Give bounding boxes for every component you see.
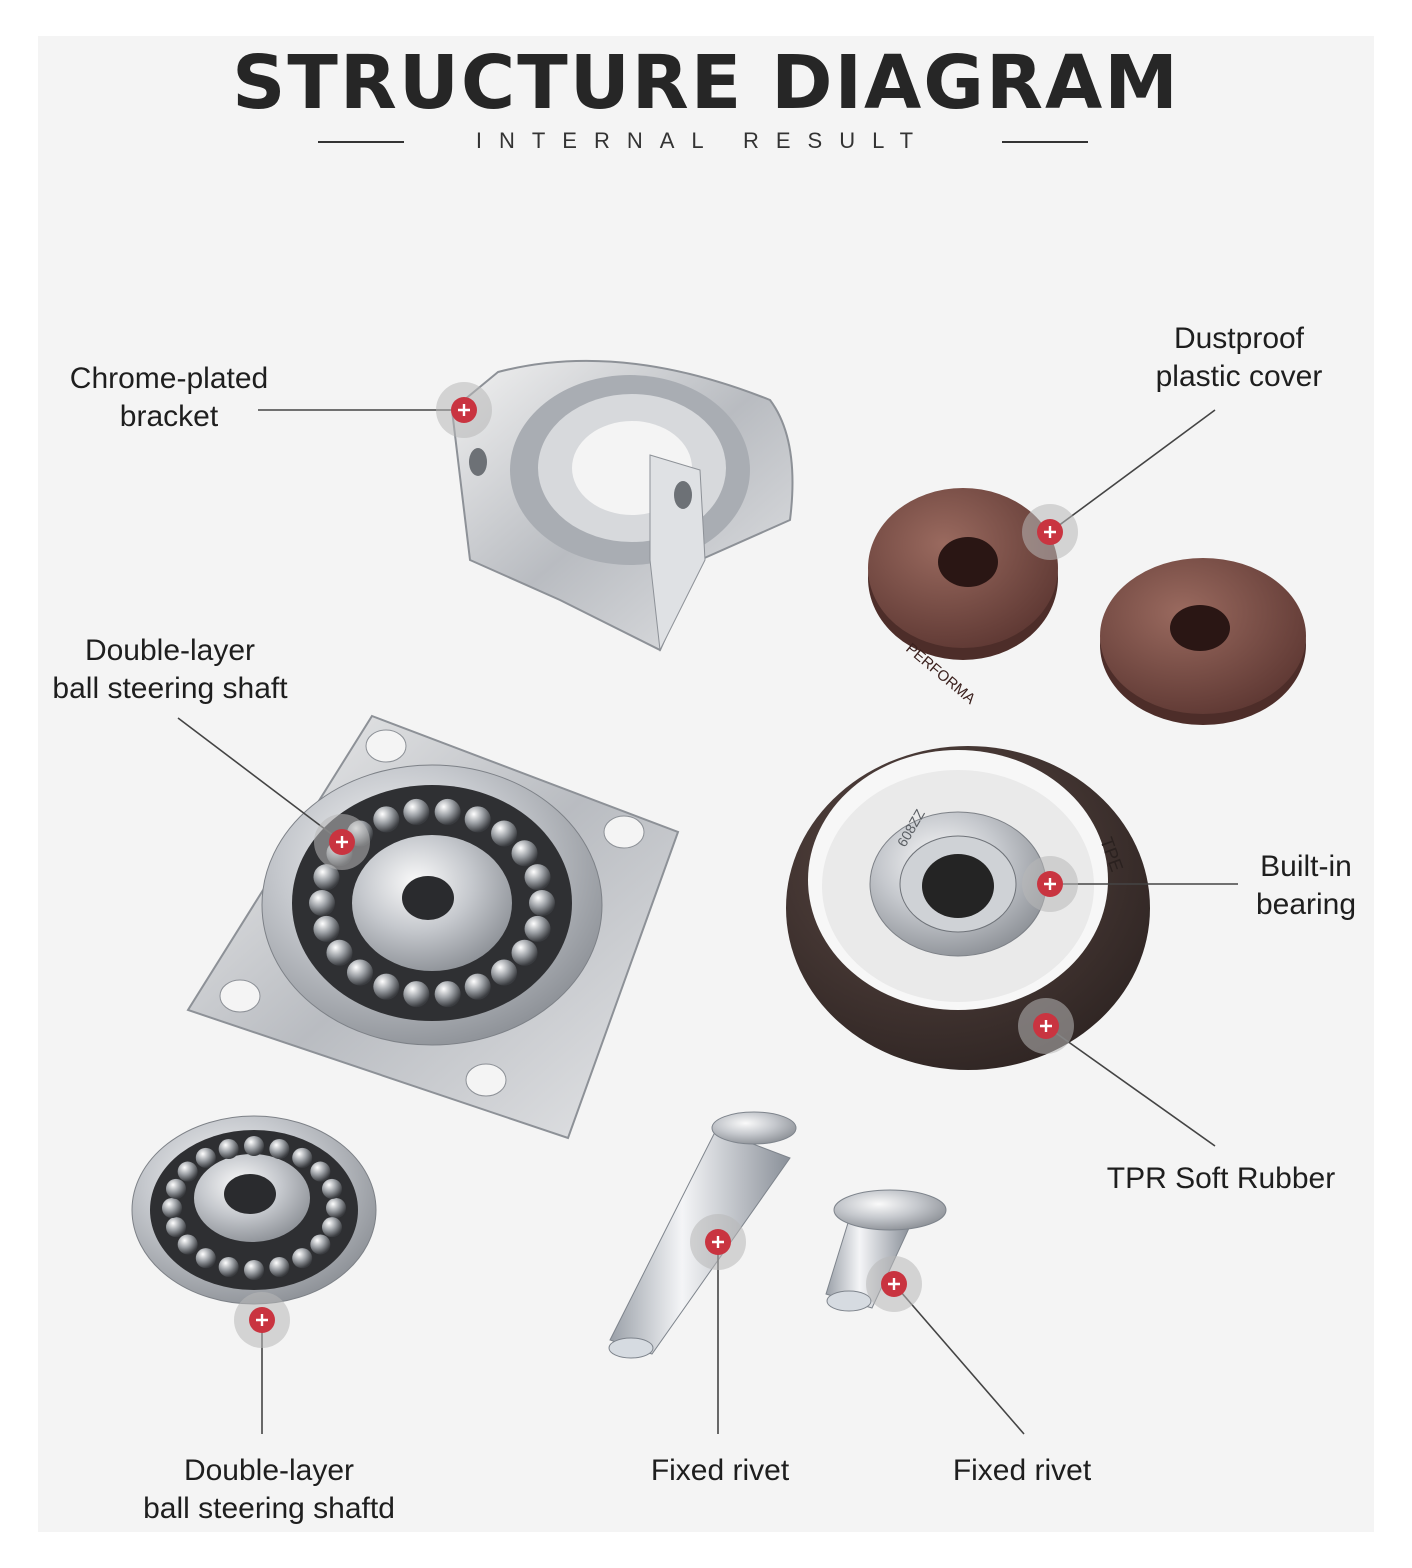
leader-tpr-rubber <box>1045 1025 1216 1147</box>
steel-ball <box>310 1234 331 1255</box>
callout-dustproof-cover-line1: Dustproof <box>1173 322 1305 355</box>
callout-steering-shaft-bottom-line1: Double-layer <box>183 1454 355 1487</box>
steel-ball <box>524 864 551 891</box>
steel-ball <box>434 798 461 825</box>
callout-chrome-bracket-line1: Chrome-plated <box>69 362 269 395</box>
callout-steering-shaft-bottom: Double-layer ball steering shaftd <box>124 1452 414 1528</box>
callout-fixed-rivet-2-line1: Fixed rivet <box>952 1454 1092 1487</box>
callout-steering-shaft-top: Double-layer ball steering shaft <box>32 632 308 708</box>
steering-balls-bottom <box>162 1136 346 1280</box>
steel-ball <box>244 1260 264 1280</box>
steel-ball <box>313 864 340 891</box>
callout-tpr-rubber: TPR Soft Rubber <box>1086 1160 1356 1198</box>
marker-steering-shaft-bottom <box>234 1292 290 1348</box>
callout-steering-shaft-bottom-line2: ball steering shaftd <box>143 1492 395 1525</box>
steel-ball <box>326 1198 346 1218</box>
marker-built-in-bearing <box>1022 856 1078 912</box>
plus-icon <box>458 404 470 416</box>
steel-ball <box>244 1136 264 1156</box>
plus-icon <box>1044 526 1056 538</box>
dustproof-cover-part: PERFORMA <box>868 488 1306 725</box>
chrome-bracket-part <box>450 359 794 652</box>
callout-chrome-bracket-line2: bracket <box>119 400 219 433</box>
steel-ball <box>403 798 430 825</box>
steel-ball <box>373 973 400 1000</box>
steel-ball <box>321 1178 342 1199</box>
steel-ball <box>529 890 555 916</box>
steel-ball <box>292 1248 313 1269</box>
subtitle: INTERNAL RESULT <box>475 128 931 153</box>
steel-ball <box>218 1256 239 1277</box>
rivet-short-part <box>825 1189 947 1312</box>
subtitle-rule-left <box>318 141 404 143</box>
steel-ball <box>434 981 461 1008</box>
plus-icon <box>336 836 348 848</box>
steel-ball <box>269 1256 290 1277</box>
plus-icon <box>256 1314 268 1326</box>
steel-ball <box>491 959 518 986</box>
ball-steering-disc-part <box>131 1115 377 1305</box>
steel-ball <box>177 1234 198 1255</box>
steel-ball <box>326 939 353 966</box>
steel-ball <box>177 1161 198 1182</box>
steel-ball <box>309 890 335 916</box>
leader-steering-shaft-top <box>177 717 343 843</box>
subtitle-rule-right <box>1002 141 1088 143</box>
ball-steering-plate-part <box>186 714 680 1140</box>
plus-icon <box>1040 1020 1052 1032</box>
callout-fixed-rivet-2: Fixed rivet <box>932 1452 1112 1490</box>
callout-steering-shaft-top-line1: Double-layer <box>84 634 256 667</box>
marker-dustproof-cover <box>1022 504 1078 560</box>
callout-chrome-bracket: Chrome-plated bracket <box>52 360 286 436</box>
plus-icon <box>1044 878 1056 890</box>
plus-icon <box>888 1278 900 1290</box>
steel-ball <box>491 820 518 847</box>
callout-dustproof-cover-line2: plastic cover <box>1155 360 1323 393</box>
steel-ball <box>511 840 538 867</box>
steel-ball <box>166 1217 187 1238</box>
steel-ball <box>373 806 400 833</box>
leader-dustproof-cover <box>1049 409 1216 533</box>
steel-ball <box>403 981 430 1008</box>
steering-balls-top <box>309 798 555 1008</box>
callout-built-in-bearing-line1: Built-in <box>1260 850 1352 883</box>
steel-ball <box>269 1139 290 1160</box>
steel-ball <box>524 915 551 942</box>
steel-ball <box>464 973 491 1000</box>
steel-ball <box>195 1248 216 1269</box>
callout-fixed-rivet-1: Fixed rivet <box>630 1452 810 1490</box>
callout-fixed-rivet-1-line1: Fixed rivet <box>650 1454 790 1487</box>
wheel-part: TPE 608ZZ <box>786 746 1150 1070</box>
callout-steering-shaft-top-line2: ball steering shaft <box>52 672 288 705</box>
steel-ball <box>313 915 340 942</box>
marker-steering-shaft-top <box>314 814 370 870</box>
callout-built-in-bearing-line2: bearing <box>1255 888 1357 921</box>
marker-chrome-bracket <box>436 382 492 438</box>
steel-ball <box>292 1147 313 1168</box>
page-title: STRUCTURE DIAGRAM <box>232 40 1180 126</box>
leader-lines <box>177 409 1238 1435</box>
callout-markers <box>234 382 1078 1348</box>
steel-ball <box>511 939 538 966</box>
subtitle-block: INTERNAL RESULT <box>318 128 1088 158</box>
steel-ball <box>321 1217 342 1238</box>
steel-ball <box>218 1139 239 1160</box>
steel-ball <box>162 1198 182 1218</box>
callout-built-in-bearing: Built-in bearing <box>1244 848 1368 924</box>
marker-fixed-rivet-2 <box>866 1256 922 1312</box>
callout-tpr-rubber-line1: TPR Soft Rubber <box>1106 1162 1336 1195</box>
marker-fixed-rivet-1 <box>690 1214 746 1270</box>
plus-icon <box>712 1236 724 1248</box>
marker-tpr-rubber <box>1018 998 1074 1054</box>
steel-ball <box>310 1161 331 1182</box>
steel-ball <box>464 806 491 833</box>
steel-ball <box>346 959 373 986</box>
leader-fixed-rivet-2 <box>893 1283 1025 1435</box>
steel-ball <box>195 1147 216 1168</box>
steel-ball <box>166 1178 187 1199</box>
callout-dustproof-cover: Dustproof plastic cover <box>1134 320 1344 396</box>
